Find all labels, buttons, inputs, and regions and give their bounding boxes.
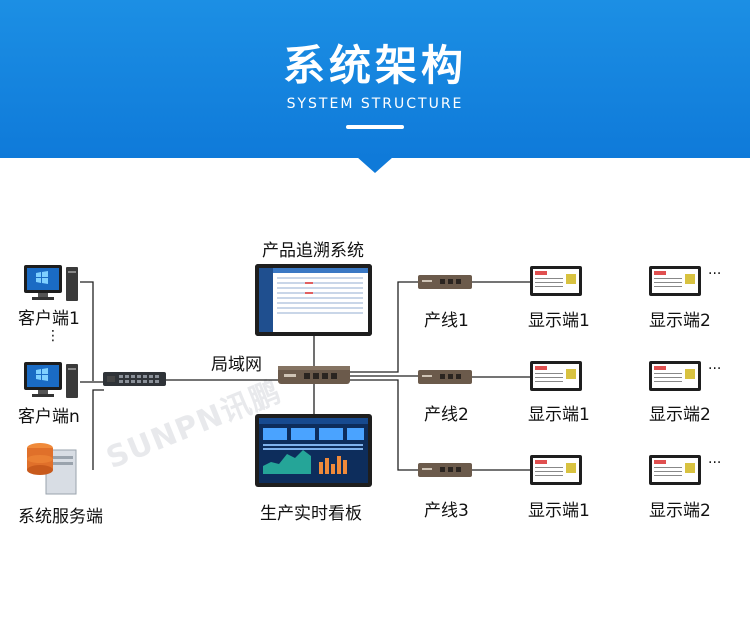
line1-display2-icon bbox=[649, 266, 701, 296]
line2-display2-icon bbox=[649, 361, 701, 391]
line3-more: ··· bbox=[708, 455, 722, 471]
line2-device-icon bbox=[418, 368, 472, 386]
switch-icon bbox=[103, 370, 166, 388]
line3-display2-label: 显示端2 bbox=[649, 501, 711, 521]
title-underline bbox=[346, 125, 404, 129]
line2-more: ··· bbox=[708, 361, 722, 377]
dashboard-label: 生产实时看板 bbox=[260, 504, 362, 524]
line2-label: 产线2 bbox=[424, 405, 469, 425]
line2-display1-label: 显示端1 bbox=[528, 405, 590, 425]
line1-label: 产线1 bbox=[424, 311, 469, 331]
link-server bbox=[92, 389, 104, 470]
router-icon bbox=[278, 364, 350, 386]
line1-device-icon bbox=[418, 273, 472, 291]
link-client1 bbox=[80, 281, 94, 381]
line1-display1-icon bbox=[530, 266, 582, 296]
link-line1 bbox=[350, 281, 418, 373]
line3-display2-icon bbox=[649, 455, 701, 485]
traceability-monitor bbox=[255, 264, 372, 336]
line2-display2-label: 显示端2 bbox=[649, 405, 711, 425]
clientn-computer-icon bbox=[22, 360, 80, 400]
header-banner bbox=[0, 0, 750, 158]
line3-display1-icon bbox=[530, 455, 582, 485]
line1-display2-label: 显示端2 bbox=[649, 311, 711, 331]
line3-device-icon bbox=[418, 461, 472, 479]
line1-more: ··· bbox=[708, 266, 722, 282]
line2-display1-icon bbox=[530, 361, 582, 391]
traceability-label: 产品追溯系统 bbox=[262, 241, 364, 261]
server-label: 系统服务端 bbox=[18, 507, 103, 527]
line3-display1-label: 显示端1 bbox=[528, 501, 590, 521]
page-title: 系统架构 bbox=[282, 41, 467, 90]
banner-notch bbox=[357, 157, 393, 173]
line3-label: 产线3 bbox=[424, 501, 469, 521]
clients-ellipsis: ⋮ bbox=[46, 328, 60, 344]
client1-label: 客户端1 bbox=[18, 309, 80, 329]
server-icon bbox=[24, 440, 84, 496]
link-line3 bbox=[350, 379, 418, 471]
lan-label: 局域网 bbox=[211, 355, 262, 375]
page-subtitle: SYSTEM STRUCTURE bbox=[286, 96, 464, 112]
line1-display1-label: 显示端1 bbox=[528, 311, 590, 331]
clientn-label: 客户端n bbox=[18, 407, 80, 427]
dashboard-monitor bbox=[255, 414, 372, 487]
client1-computer-icon bbox=[22, 263, 80, 303]
